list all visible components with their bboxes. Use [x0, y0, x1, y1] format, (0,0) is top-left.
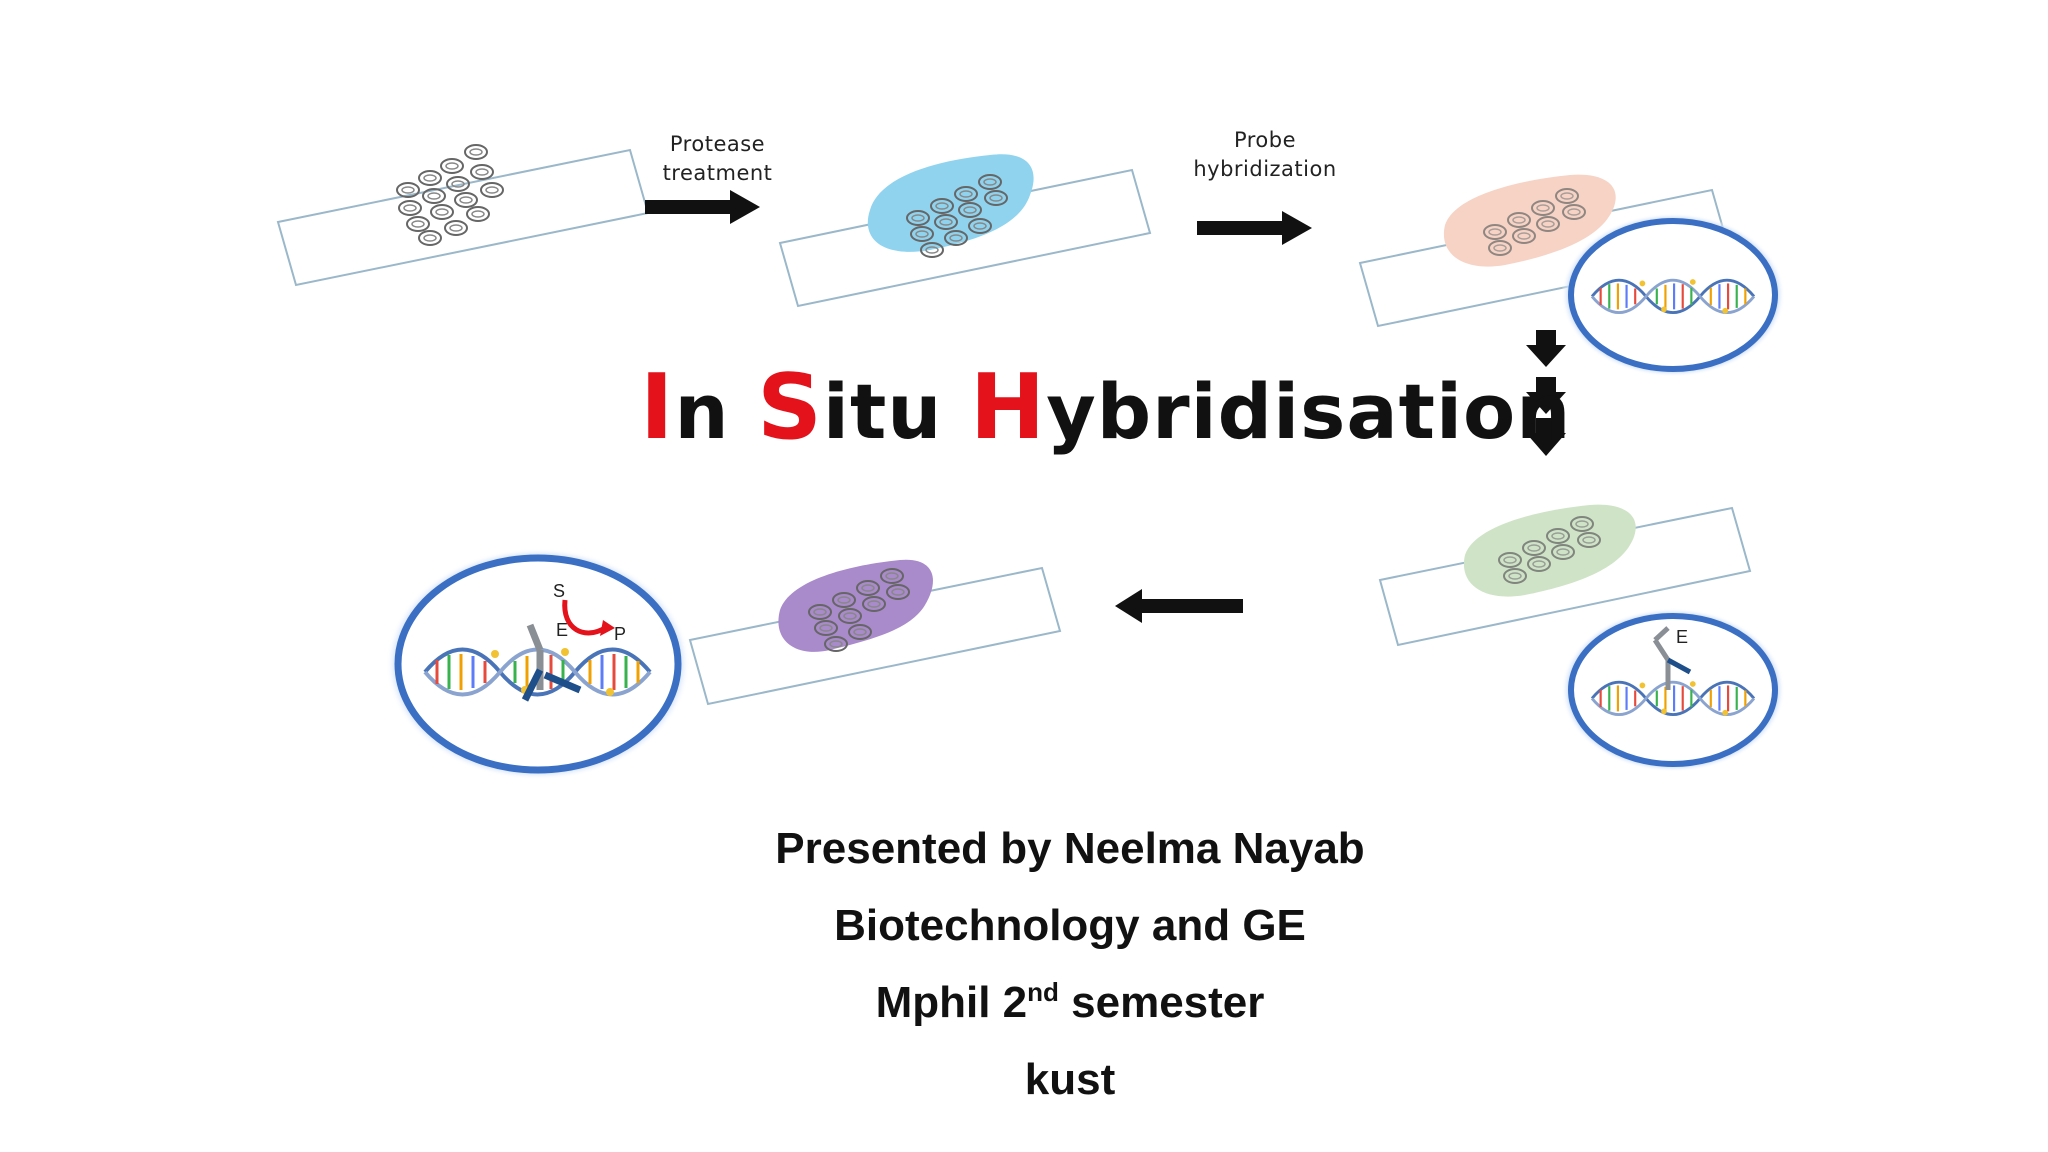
slide-protease — [778, 154, 1152, 308]
zoom-circle-probe — [1561, 213, 1785, 377]
marker-enzyme: E — [556, 620, 568, 640]
marker-substrate: S — [553, 581, 565, 601]
program-semester: Mphil 2nd semester — [875, 977, 1265, 1027]
arrow-right-1 — [645, 190, 760, 224]
stain-green — [1463, 504, 1636, 597]
page-title: In Situ Hybridisation — [640, 355, 1572, 460]
arrow-right-2 — [1197, 211, 1312, 245]
presenter-credits: Presented by Neelma Nayab Biotechnology … — [570, 810, 1570, 1118]
institution: kust — [1024, 1055, 1116, 1104]
slide-untreated — [276, 144, 650, 287]
arrow-left — [1115, 589, 1243, 623]
antibody-icon — [1652, 626, 1692, 690]
reaction-arrow-icon — [562, 599, 607, 636]
marker-product: P — [614, 624, 626, 644]
label-probe-hybridization: Probe hybridization — [1193, 128, 1337, 181]
slide-detection — [688, 559, 1062, 706]
antibody-enzyme-icon — [521, 623, 582, 702]
zoom-circle-enzyme: E — [1561, 608, 1785, 772]
marker-enzyme-right: E — [1676, 627, 1688, 647]
slide-antibody — [1378, 504, 1752, 647]
zoom-circle-detection: S E P — [386, 548, 690, 780]
label-protease-treatment: Protease treatment — [662, 132, 773, 185]
presenter-name: Presented by Neelma Nayab — [775, 824, 1365, 873]
arrow-down-stack — [1526, 330, 1566, 456]
department: Biotechnology and GE — [834, 901, 1306, 950]
